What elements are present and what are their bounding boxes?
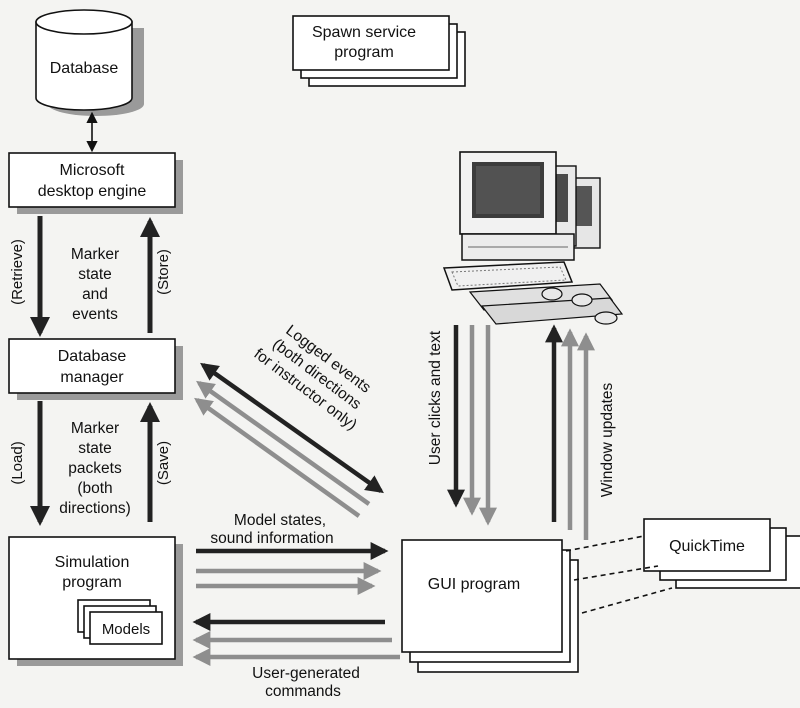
simulation-line1: Simulation [55,554,130,571]
svg-text:commands: commands [265,683,341,700]
svg-text:Model states,: Model states, [234,512,326,529]
svg-text:state: state [78,266,112,283]
svg-text:User-generated: User-generated [252,665,360,682]
desktop-engine-line2: desktop engine [38,183,147,200]
svg-text:(both: (both [77,480,112,497]
simulation-program-node: Simulation program Models [8,536,183,666]
simulation-line2: program [62,574,122,591]
user-commands-arrows [192,613,400,666]
svg-text:Marker: Marker [71,420,119,437]
quicktime-dashed-links [565,535,673,614]
database-manager-line2: manager [60,369,124,386]
spawn-service-node: Spawn service program [292,15,466,87]
model-states-label: Model states, sound information [210,512,333,547]
user-clicks-arrows [447,325,497,526]
svg-text:state: state [78,440,112,457]
spawn-service-line1: Spawn service [312,24,416,41]
gui-program-label: GUI program [428,576,520,593]
svg-text:events: events [72,306,118,323]
user-clicks-label: User clicks and text [427,330,444,465]
desktop-engine-line1: Microsoft [60,162,125,179]
store-label: (Store) [155,249,172,295]
marker-state-packets-label: Marker state packets (both directions) [59,420,131,517]
computer-workstations-icon [442,151,624,325]
svg-text:Marker: Marker [71,246,119,263]
svg-text:sound information: sound information [210,530,333,547]
window-updates-label: Window updates [599,382,616,497]
logged-events-arrows [194,362,384,518]
logged-events-label: Logged events (both directions for instr… [251,322,374,434]
save-label: (Save) [155,441,172,485]
load-label: (Load) [9,441,26,484]
svg-text:and: and [82,286,108,303]
database-manager-line1: Database [58,348,127,365]
window-updates-arrows [545,324,595,540]
svg-text:packets: packets [68,460,122,477]
model-states-arrows [196,542,389,595]
database-label: Database [50,60,119,77]
quicktime-label: QuickTime [669,538,745,555]
database-manager-node: Database manager [8,338,183,400]
models-label: Models [102,621,150,638]
retrieve-label: (Retrieve) [9,239,26,305]
gui-program-node: GUI program [401,539,579,673]
models-stack: Models [77,599,163,645]
quicktime-node: QuickTime [643,518,800,589]
spawn-service-line2: program [334,44,394,61]
desktop-engine-node: Microsoft desktop engine [8,152,183,214]
svg-text:directions): directions) [59,500,131,517]
user-commands-label: User-generated commands [252,665,360,700]
marker-state-events-label: Marker state and events [71,246,119,323]
database-node: Database [35,9,144,116]
